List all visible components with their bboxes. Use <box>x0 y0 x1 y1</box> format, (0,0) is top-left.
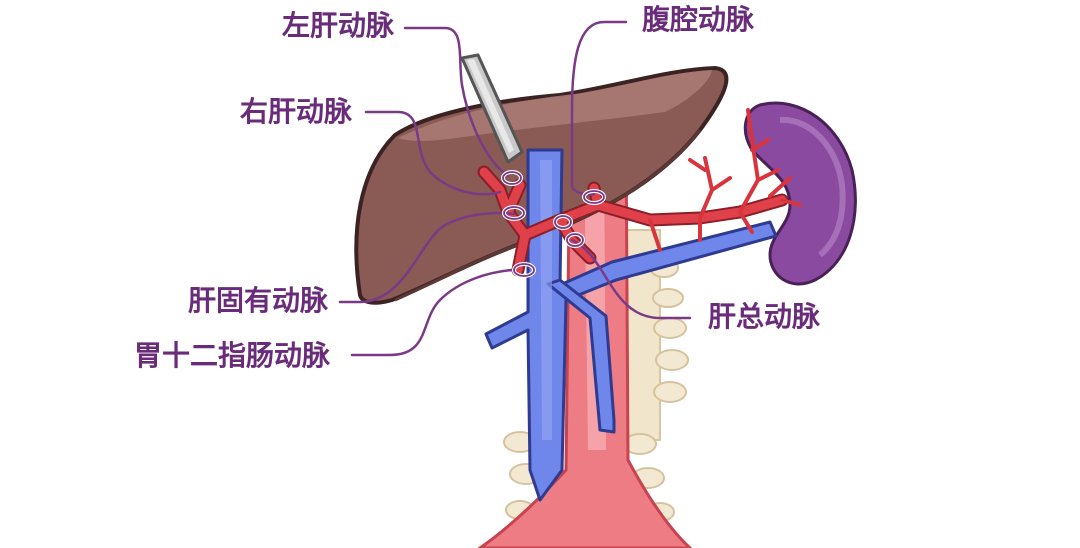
label-celiac-trunk: 腹腔动脉 <box>642 3 755 36</box>
surgical-instrument <box>460 53 524 164</box>
label-left-hepatic-artery: 左肝动脉 <box>282 9 395 42</box>
marker-circle-outlines <box>502 171 605 277</box>
label-common-hepatic-artery: 肝总动脉 <box>708 300 821 333</box>
arteries <box>477 108 802 277</box>
label-gastroduodenal-artery: 胃十二指肠动脉 <box>134 339 331 372</box>
label-proper-hepatic-artery: 肝固有动脉 <box>188 284 329 317</box>
spleen <box>743 101 857 286</box>
label-right-hepatic-artery: 右肝动脉 <box>240 95 353 128</box>
